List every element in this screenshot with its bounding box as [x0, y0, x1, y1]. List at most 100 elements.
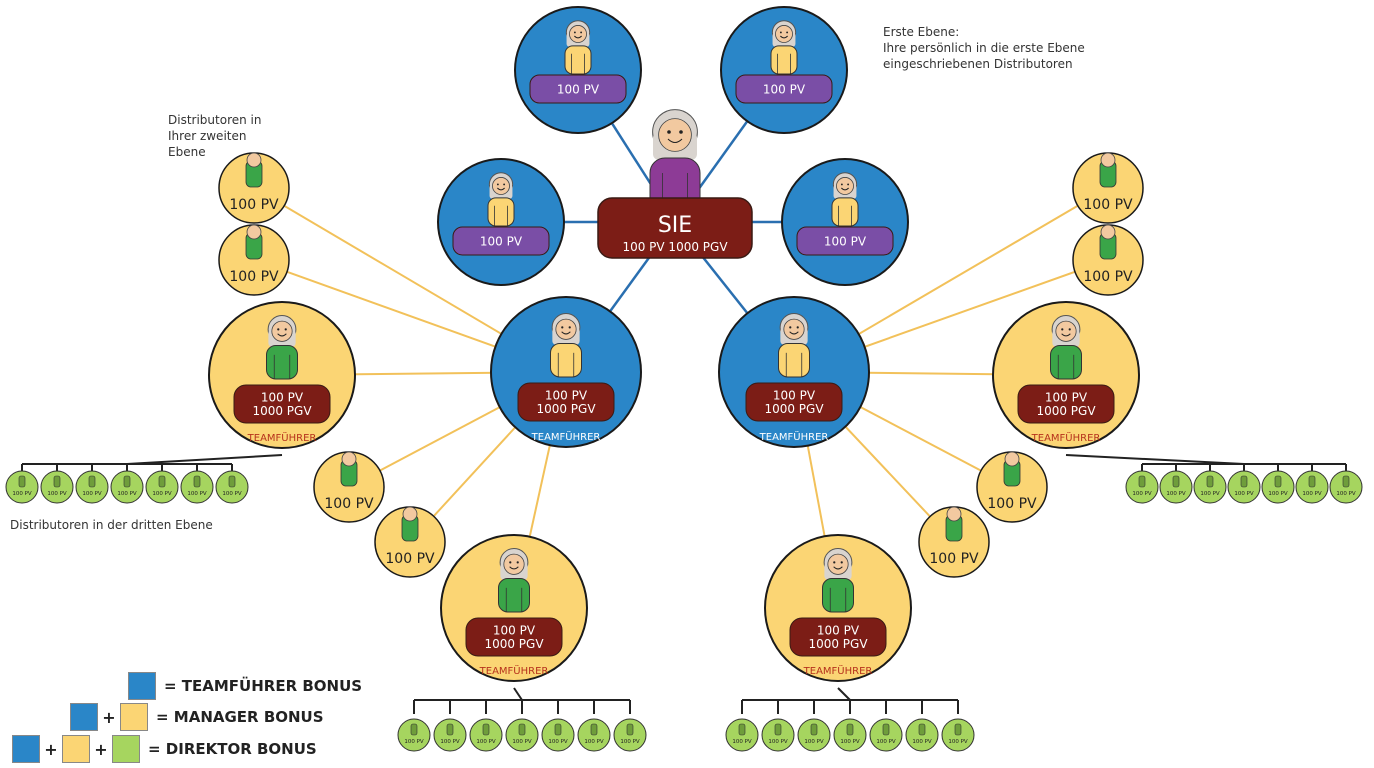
pgv-badge-text: 100 PV [261, 390, 304, 404]
person-mini [738, 723, 746, 736]
green-distributor-circle: 100 PV [869, 718, 903, 752]
person-mini [123, 475, 131, 488]
person-eye [496, 183, 499, 186]
pgv-badge-text: 100 PV [773, 388, 816, 402]
annotation-third-level: Distributoren in der dritten Ebene [10, 518, 213, 532]
person-mini [228, 475, 236, 488]
tree-connector [1065, 454, 1245, 465]
green-distributor-circle: 100 PV [1193, 470, 1227, 504]
person-smile [780, 35, 788, 39]
green-circle-label: 100 PV [12, 491, 32, 497]
legend-yellow-square [62, 735, 90, 763]
pv-badge [529, 74, 627, 104]
legend-yellow-square [120, 703, 148, 731]
second-level-label: 100 PV [324, 496, 374, 512]
person-eye [786, 31, 789, 34]
person-face [246, 224, 262, 240]
person-mini [1240, 475, 1248, 488]
green-distributor-circle: 100 PV [75, 470, 109, 504]
person-mini [774, 723, 782, 736]
pgv-badge [1017, 384, 1115, 424]
person-face [341, 451, 357, 467]
second-level-circle: 100 PV [1072, 152, 1144, 224]
person-eye [284, 328, 287, 331]
green-circle-label: 100 PV [1166, 491, 1186, 497]
second-level-circle: 100 PV [374, 506, 446, 578]
green-distributor-circle: 100 PV [905, 718, 939, 752]
person-face [492, 177, 510, 195]
green-circle-label: 100 PV [876, 739, 896, 745]
green-circle-label: 100 PV [1200, 491, 1220, 497]
person-eye [833, 561, 836, 564]
green-circle-label: 100 PV [152, 491, 172, 497]
second-level-circle: 100 PV [313, 451, 385, 523]
person-eye [667, 130, 671, 134]
annotation-first-level: Erste Ebene: Ihre persönlich in die erst… [883, 25, 1085, 71]
center-title: SIE [658, 213, 692, 238]
second-level-circle: 100 PV [218, 152, 290, 224]
person-mini [53, 475, 61, 488]
teamfuehrer-label: TEAMFÜHRER [759, 430, 829, 443]
tree-connector [837, 687, 851, 701]
green-distributor-circle: 100 PV [5, 470, 39, 504]
green-circle-label: 100 PV [404, 739, 424, 745]
green-circle-label: 100 PV [222, 491, 242, 497]
person-eye [580, 31, 583, 34]
green-distributor-circle: 100 PV [40, 470, 74, 504]
person-eye [516, 561, 519, 564]
tree-connector [126, 454, 283, 465]
second-level-circle: 100 PV [1072, 224, 1144, 296]
person-body [822, 578, 854, 613]
pv-badge-text: 100 PV [480, 234, 523, 248]
person-mini [554, 723, 562, 736]
green-distributor-circle: 100 PV [469, 718, 503, 752]
person-smile [667, 138, 683, 143]
person-smile [841, 187, 849, 191]
person-mini [410, 723, 418, 736]
green-distributor-circle: 100 PV [797, 718, 831, 752]
green-circle-label: 100 PV [804, 739, 824, 745]
person-mini [626, 723, 634, 736]
pv-badge [452, 226, 550, 256]
pgv-badge [517, 382, 615, 422]
legend-direktor: + + = DIREKTOR BONUS [12, 735, 317, 763]
green-distributor-circle: 100 PV [110, 470, 144, 504]
green-circle-label: 100 PV [1132, 491, 1152, 497]
person-mini [482, 723, 490, 736]
person-mini [846, 723, 854, 736]
person-mini [810, 723, 818, 736]
person-face [836, 177, 854, 195]
pgv-badge-text: 1000 PGV [484, 637, 544, 651]
green-distributor-circle: 100 PV [833, 718, 867, 752]
legend-blue-square [128, 672, 156, 700]
pv-badge [735, 74, 833, 104]
person-body [498, 578, 530, 613]
second-level-label: 100 PV [385, 551, 435, 567]
pgv-badge-text: 1000 PGV [536, 402, 596, 416]
second-level-circle: 100 PV [218, 224, 290, 296]
teamfuehrer-label: TEAMFÜHRER [479, 664, 549, 677]
person-body [487, 197, 515, 227]
person-body [778, 343, 810, 378]
person-mini [88, 475, 96, 488]
person-face [555, 318, 577, 340]
person-eye [277, 328, 280, 331]
person-mini [18, 475, 26, 488]
green-circle-label: 100 PV [440, 739, 460, 745]
pgv-badge-text: 1000 PGV [252, 404, 312, 418]
legend-green-square [112, 735, 140, 763]
person-mini [882, 723, 890, 736]
person-eye [789, 326, 792, 329]
pv-badge-text: 100 PV [763, 82, 806, 96]
person-eye [1068, 328, 1071, 331]
green-distributor-circle: 100 PV [541, 718, 575, 752]
green-distributor-circle: 100 PV [1329, 470, 1363, 504]
center-subtitle: 100 PV 1000 PGV [622, 240, 728, 254]
green-distributor-circle: 100 PV [1295, 470, 1329, 504]
person-eye [568, 326, 571, 329]
person-body [1050, 345, 1082, 380]
legend-manager: + = MANAGER BONUS [70, 703, 324, 731]
